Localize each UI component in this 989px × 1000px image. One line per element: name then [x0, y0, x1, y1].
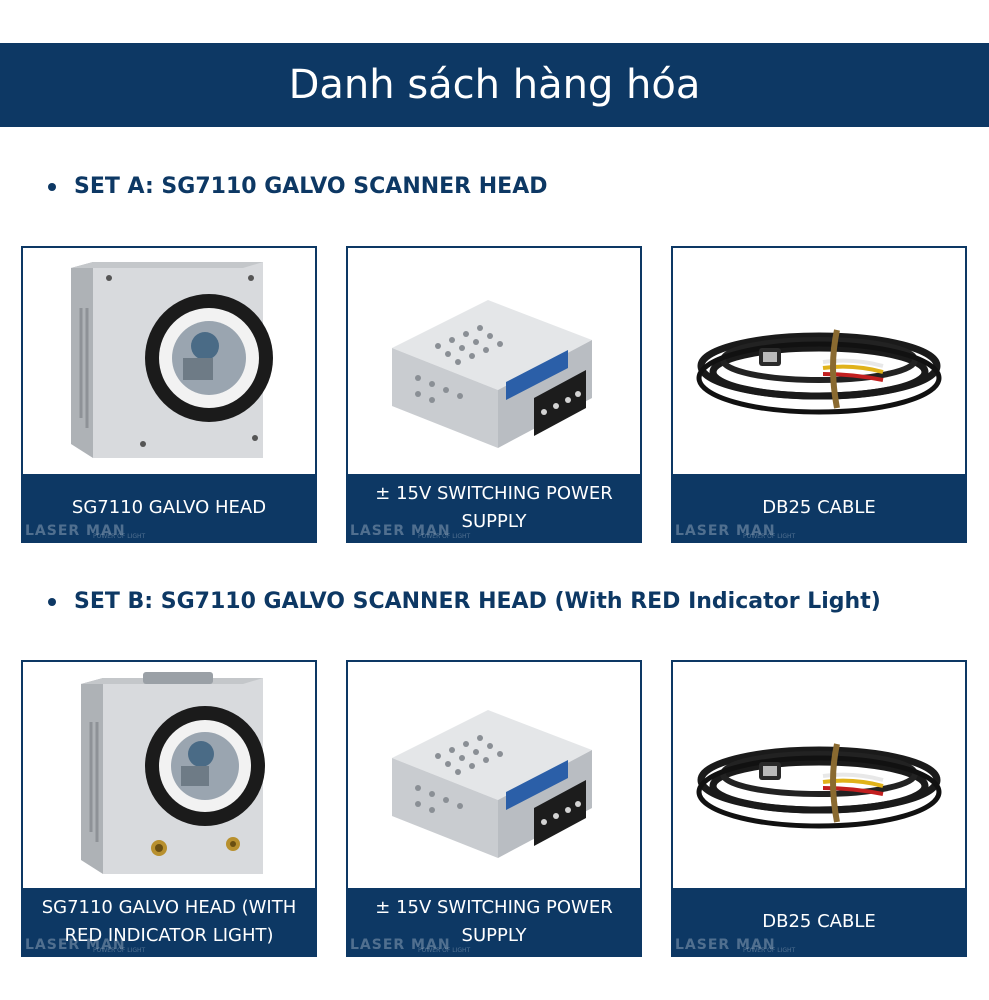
watermark-logo: LASER MAN [675, 937, 776, 953]
power-supply-icon [348, 662, 640, 888]
watermark-sub: POWER OF LIGHT [743, 533, 796, 540]
watermark-logo: LASER MAN [675, 523, 776, 539]
section-title-text: SET B: SG7110 GALVO SCANNER HEAD (With R… [74, 589, 881, 614]
watermark-logo: LASER MAN [350, 523, 451, 539]
product-card-power-supply[interactable]: ± 15V SWITCHING POWER SUPPLY LASER MAN P… [346, 660, 642, 957]
db25-cable-icon [673, 662, 965, 888]
watermark-logo: LASER MAN [25, 523, 126, 539]
galvo-head-red-light-icon [23, 662, 315, 888]
watermark-sub: POWER OF LIGHT [743, 947, 796, 954]
page-title-banner: Danh sách hàng hóa [0, 43, 989, 127]
product-caption: DB25 CABLE [673, 888, 965, 955]
watermark-sub: POWER OF LIGHT [418, 533, 471, 540]
page-title: Danh sách hàng hóa [288, 62, 701, 108]
watermark-sub: POWER OF LIGHT [93, 533, 146, 540]
product-caption: ± 15V SWITCHING POWER SUPPLY [348, 474, 640, 541]
product-card-power-supply[interactable]: ± 15V SWITCHING POWER SUPPLY LASER MAN P… [346, 246, 642, 543]
bullet-icon [48, 182, 56, 191]
section-title-text: SET A: SG7110 GALVO SCANNER HEAD [74, 174, 548, 199]
watermark-sub: POWER OF LIGHT [418, 947, 471, 954]
section-title-set-b: SET B: SG7110 GALVO SCANNER HEAD (With R… [48, 589, 881, 614]
product-card-db25-cable[interactable]: DB25 CABLE LASER MAN POWER OF LIGHT [671, 660, 967, 957]
product-caption: SG7110 GALVO HEAD (WITH RED INDICATOR LI… [23, 888, 315, 955]
product-card-db25-cable[interactable]: DB25 CABLE LASER MAN POWER OF LIGHT [671, 246, 967, 543]
product-caption: ± 15V SWITCHING POWER SUPPLY [348, 888, 640, 955]
galvo-head-icon [23, 248, 315, 474]
watermark-logo: LASER MAN [350, 937, 451, 953]
power-supply-icon [348, 248, 640, 474]
bullet-icon [48, 597, 56, 606]
watermark-sub: POWER OF LIGHT [93, 947, 146, 954]
db25-cable-icon [673, 248, 965, 474]
section-title-set-a: SET A: SG7110 GALVO SCANNER HEAD [48, 174, 548, 199]
product-caption: SG7110 GALVO HEAD [23, 474, 315, 541]
watermark-logo: LASER MAN [25, 937, 126, 953]
product-card-galvo-head[interactable]: SG7110 GALVO HEAD LASER MAN POWER OF LIG… [21, 246, 317, 543]
product-card-galvo-head-red-light[interactable]: SG7110 GALVO HEAD (WITH RED INDICATOR LI… [21, 660, 317, 957]
product-caption: DB25 CABLE [673, 474, 965, 541]
